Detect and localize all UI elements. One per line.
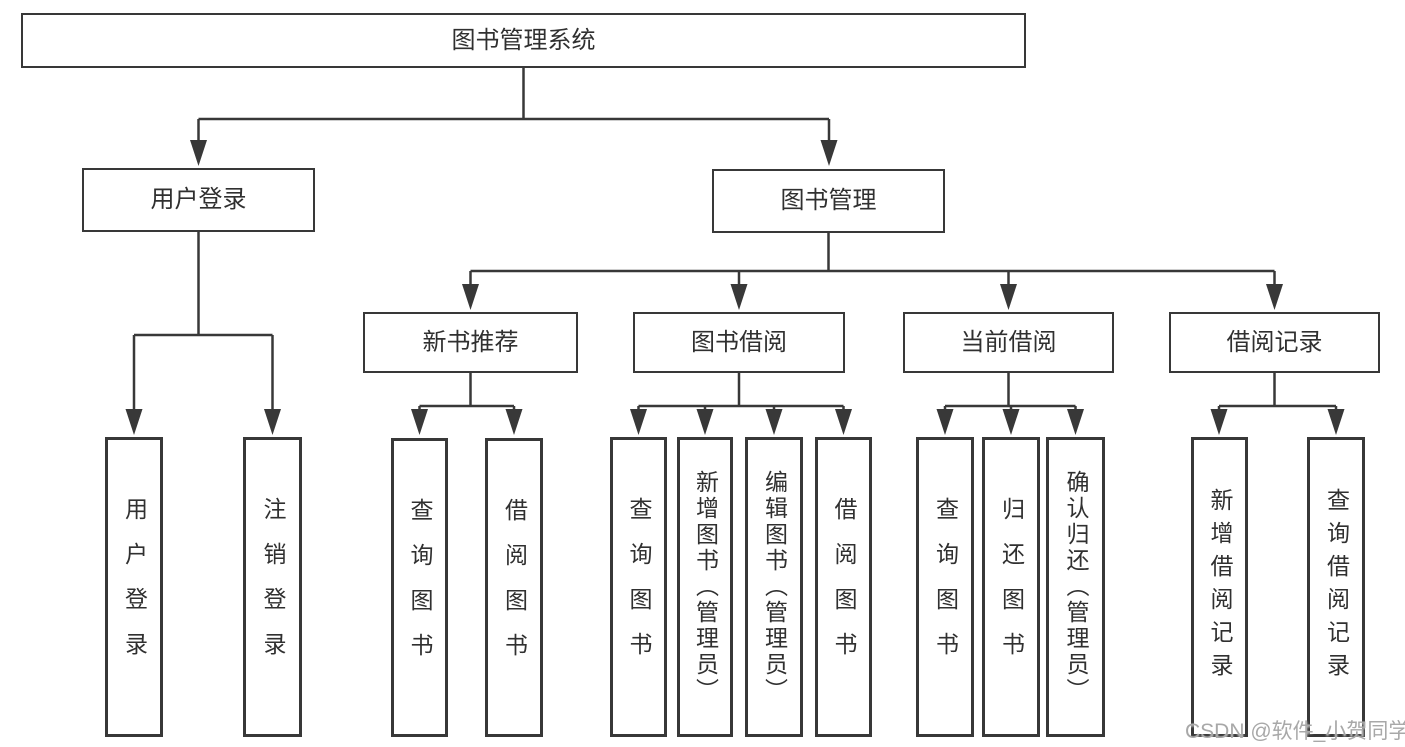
node-new-book-recommend: 新书推荐	[363, 312, 578, 373]
leaf-user-login: 用户登录	[105, 437, 163, 737]
leaf-add-books-admin: 新增图书（管理员）	[677, 437, 733, 737]
leaf-confirm-return-admin: 确认归还（管理员）	[1046, 437, 1105, 737]
leaf-add-borrow-record: 新增借阅记录	[1191, 437, 1248, 737]
leaf-query-books-2: 查询图书	[610, 437, 667, 737]
watermark: CSDN @软件_小贺同学	[1185, 720, 1405, 743]
leaf-query-books-3: 查询图书	[916, 437, 974, 737]
node-user-login: 用户登录	[82, 168, 315, 232]
leaf-query-borrow-record: 查询借阅记录	[1307, 437, 1365, 737]
node-library-system: 图书管理系统	[21, 13, 1026, 68]
leaf-query-books-1: 查询图书	[391, 438, 448, 737]
node-borrow-records: 借阅记录	[1169, 312, 1380, 373]
node-book-management: 图书管理	[712, 169, 945, 233]
node-book-borrowing: 图书借阅	[633, 312, 845, 373]
node-current-borrowing: 当前借阅	[903, 312, 1114, 373]
leaf-borrow-books-1: 借阅图书	[485, 438, 543, 737]
leaf-edit-books-admin: 编辑图书（管理员）	[745, 437, 803, 737]
leaf-logout: 注销登录	[243, 437, 302, 737]
leaf-return-books: 归还图书	[982, 437, 1040, 737]
leaf-borrow-books-2: 借阅图书	[815, 437, 872, 737]
